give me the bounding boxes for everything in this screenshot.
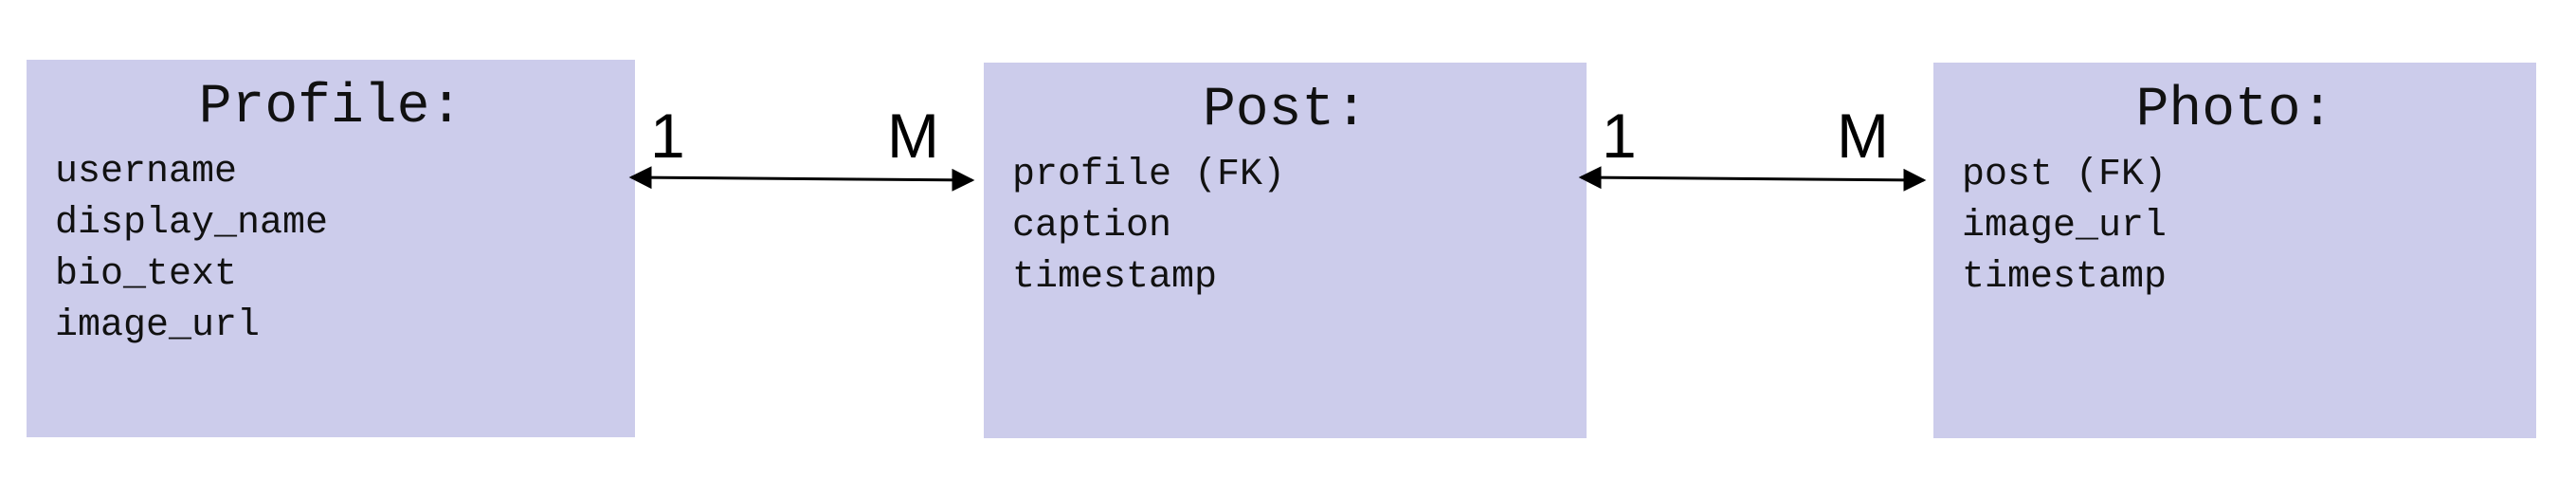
field-timestamp: timestamp <box>1962 256 2168 299</box>
entity-profile: Profile: username display_name bio_text … <box>27 60 635 437</box>
entity-photo-fields: post (FK) image_url timestamp <box>1962 150 2167 304</box>
field-timestamp: timestamp <box>1012 256 1218 299</box>
field-image-url: image_url <box>1962 205 2168 248</box>
cardinality-post-many: M <box>887 101 939 171</box>
entity-post-title: Post: <box>1202 80 1369 141</box>
entity-post-fields: profile (FK) caption timestamp <box>1012 150 1285 304</box>
cardinality-photo-many: M <box>1837 101 1889 171</box>
cardinality-profile-one: 1 <box>650 101 685 171</box>
entity-photo-title: Photo: <box>2135 80 2334 141</box>
cardinality-post-one: 1 <box>1602 101 1637 171</box>
field-display-name: display_name <box>55 202 329 245</box>
connector-post-photo <box>1578 166 1927 192</box>
field-profile-fk: profile (FK) <box>1012 154 1286 196</box>
field-post-fk: post (FK) <box>1962 154 2168 196</box>
entity-photo: Photo: post (FK) image_url timestamp <box>1933 63 2536 438</box>
field-bio-text: bio_text <box>55 253 238 296</box>
entity-profile-title: Profile: <box>198 77 463 138</box>
entity-post: Post: profile (FK) caption timestamp <box>984 63 1587 438</box>
field-image-url: image_url <box>55 304 261 347</box>
connector-profile-post <box>628 166 975 192</box>
entity-profile-fields: username display_name bio_text image_url <box>55 147 328 352</box>
field-username: username <box>55 151 238 193</box>
field-caption: caption <box>1012 205 1172 248</box>
